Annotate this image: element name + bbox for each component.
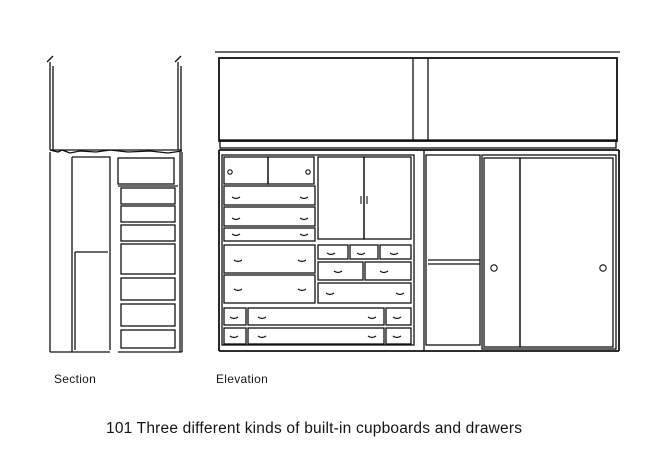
- top-sliding-panels: [223, 156, 315, 185]
- elevation-view: [215, 51, 620, 352]
- sliding-closet-doors: [481, 154, 617, 350]
- section-lower-body: [49, 152, 183, 353]
- open-niche: [425, 154, 481, 346]
- lower-cabinet-frame: [218, 149, 620, 352]
- elevation-label: Elevation: [216, 372, 269, 386]
- figure-caption: 101 Three different kinds of built-in cu…: [106, 420, 523, 437]
- section-lintel: [49, 149, 183, 154]
- bottom-wide-drawers: [223, 307, 412, 345]
- upper-cabinet: [215, 51, 620, 149]
- section-upper-post: [46, 55, 182, 151]
- left-storage-unit: [221, 154, 415, 346]
- section-view: [46, 55, 183, 353]
- section-label: Section: [54, 372, 97, 386]
- hinged-cupboard-doors: [317, 156, 412, 240]
- small-drawer-grid: [317, 244, 412, 304]
- left-drawer-column: [223, 185, 316, 304]
- section-drawers: [117, 157, 178, 349]
